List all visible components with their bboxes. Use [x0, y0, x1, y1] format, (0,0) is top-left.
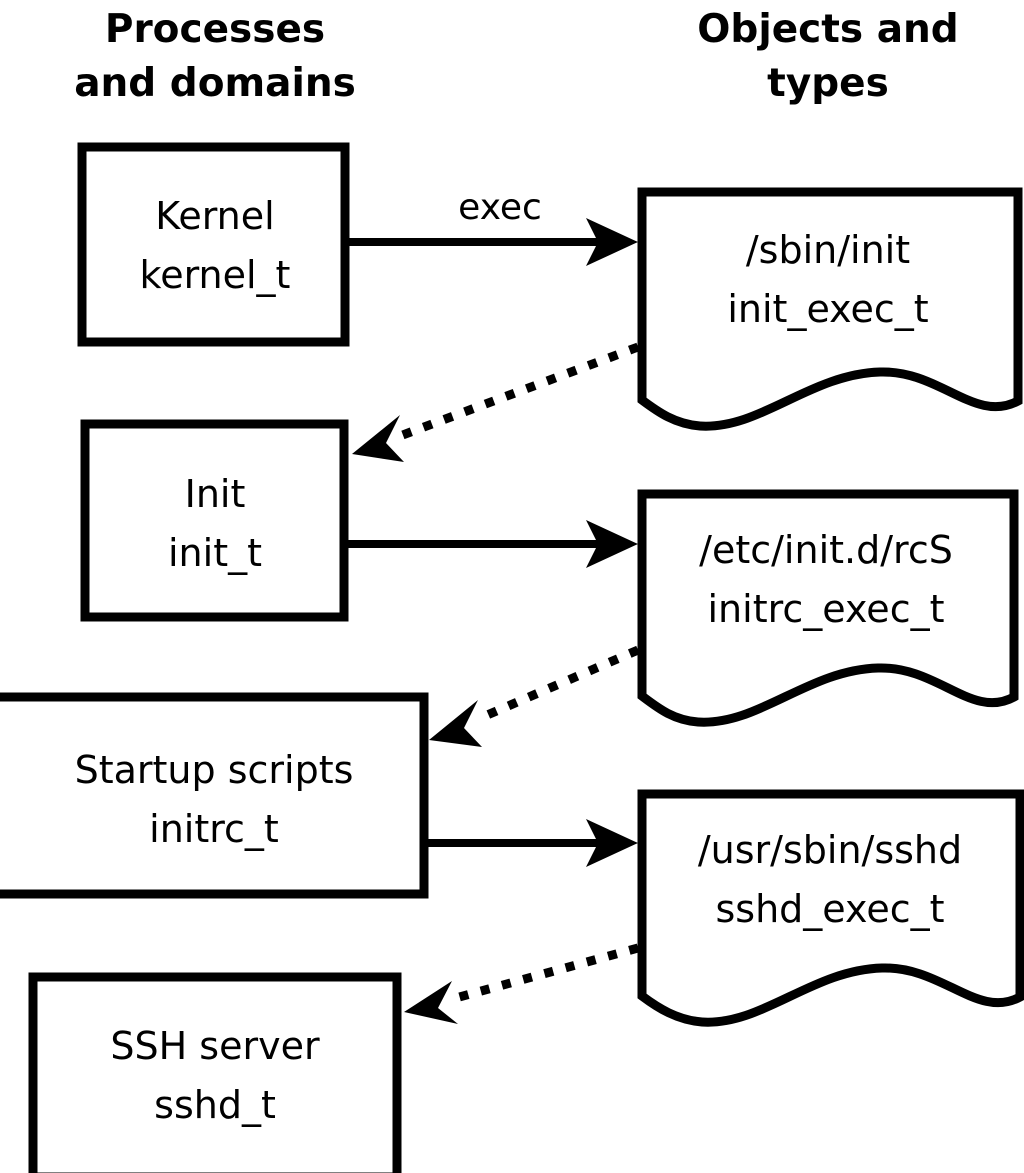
arrowhead-icon [429, 700, 482, 747]
process-node-kernel-box[interactable] [77, 142, 350, 347]
edge-label-exec: exec [458, 187, 542, 228]
column-header-objects-line1: Objects and [697, 7, 958, 52]
object-node-init-exec-path: /sbin/init [746, 228, 910, 272]
object-node-initrc-exec-document[interactable] [637, 489, 1019, 727]
process-node-kernel-name: Kernel [155, 194, 274, 238]
object-node-sshd-exec-document[interactable] [637, 789, 1024, 1027]
arrowhead-icon [586, 520, 638, 568]
edge-line [398, 342, 640, 441]
edge-kernel-exec-init-exec: exec [348, 187, 638, 266]
process-node-sshd[interactable]: SSH server sshd_t [28, 972, 402, 1173]
arrowhead-icon [352, 415, 404, 462]
edge-line [450, 943, 640, 1004]
process-node-kernel-type: kernel_t [140, 253, 291, 297]
process-node-init-type: init_t [168, 531, 262, 575]
edge-init-exec-transition-init [352, 342, 640, 462]
object-node-initrc-exec[interactable]: /etc/init.d/rcS initrc_exec_t [637, 489, 1019, 727]
column-header-processes: Processes and domains [74, 7, 356, 106]
object-node-initrc-exec-type: initrc_exec_t [708, 587, 945, 631]
process-node-sshd-type: sshd_t [154, 1083, 276, 1127]
column-header-objects-line2: types [767, 61, 889, 106]
edge-line [476, 645, 640, 724]
object-node-init-exec-type: init_exec_t [727, 287, 928, 331]
object-node-initrc-exec-path: /etc/init.d/rcS [699, 528, 953, 572]
edge-initrc-exec-sshd-exec [428, 819, 638, 867]
column-header-processes-line1: Processes [105, 7, 325, 52]
column-header-processes-line2: and domains [74, 61, 356, 106]
object-node-init-exec[interactable]: /sbin/init init_exec_t [637, 187, 1023, 431]
process-node-init-name: Init [185, 472, 246, 516]
process-node-init[interactable]: Init init_t [80, 419, 349, 622]
edge-initrc-exec-transition-initrc [429, 645, 640, 747]
arrowhead-icon [404, 981, 458, 1024]
arrowhead-icon [586, 819, 638, 867]
object-node-sshd-exec-path: /usr/sbin/sshd [698, 828, 962, 872]
edge-init-exec-initrc-exec [348, 520, 638, 568]
process-node-kernel[interactable]: Kernel kernel_t [77, 142, 350, 347]
process-node-initrc-type: initrc_t [149, 807, 279, 851]
object-node-init-exec-document[interactable] [637, 187, 1023, 431]
column-header-objects: Objects and types [697, 7, 958, 106]
object-node-sshd-exec-type: sshd_exec_t [715, 887, 944, 931]
arrowhead-icon [586, 218, 638, 266]
process-node-initrc-name: Startup scripts [75, 748, 354, 792]
process-node-initrc-box[interactable] [0, 692, 429, 899]
process-node-initrc[interactable]: Startup scripts initrc_t [0, 692, 429, 899]
process-node-sshd-box[interactable] [28, 972, 402, 1173]
process-node-sshd-name: SSH server [110, 1024, 320, 1068]
object-node-sshd-exec[interactable]: /usr/sbin/sshd sshd_exec_t [637, 789, 1024, 1027]
process-node-init-box[interactable] [80, 419, 349, 622]
edge-sshd-exec-transition-sshd [404, 943, 640, 1024]
